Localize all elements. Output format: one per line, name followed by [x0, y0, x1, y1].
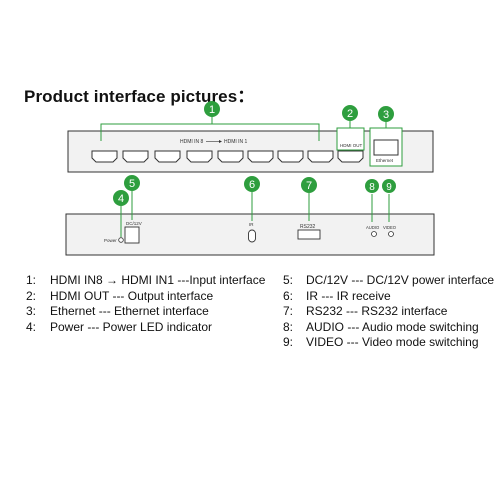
legend-item: 5: DC/12V --- DC/12V power interface: [283, 273, 494, 289]
callout-4-number: 4: [118, 193, 124, 205]
legend-number: 7:: [283, 304, 294, 318]
diagram-title: Product interface pictures：: [24, 87, 255, 106]
legend-number: 3:: [26, 304, 37, 318]
callout-9: 9: [382, 179, 396, 193]
legend-number: 9:: [283, 335, 294, 349]
hdmi-out-port: [337, 150, 364, 163]
callout-3-circle: [378, 106, 394, 122]
legend-text: HDMI OUT --- Output interface: [50, 288, 214, 303]
legend-number: 6:: [283, 288, 294, 303]
callout-5-circle: [124, 175, 140, 191]
callout-9-circle: [382, 179, 396, 193]
video-switch-icon: [388, 231, 394, 237]
legend-left-column: 1: HDMI IN8 → HDMI IN1 ---Input interfac…: [26, 273, 265, 335]
hdmi-input-ports: [91, 150, 334, 163]
legend-text: Power --- Power LED indicator: [50, 319, 213, 334]
callout-8-circle: [365, 179, 379, 193]
callout-9-number: 9: [386, 182, 392, 193]
power-led-icon: [118, 237, 124, 243]
callout-8-number: 8: [369, 182, 375, 193]
hdmi-port-in3: [247, 150, 274, 163]
ethernet-label: Ethernet: [376, 158, 394, 163]
dc-label: DC/12V: [126, 221, 142, 226]
legend-item: 4: Power --- Power LED indicator: [26, 320, 265, 336]
callout-3-number: 3: [383, 109, 389, 121]
audio-switch-icon: [371, 231, 377, 237]
legend-number: 5:: [283, 273, 294, 287]
legend-text: IR --- IR receive: [306, 288, 391, 303]
hdmi-input-bracket: [100, 116, 320, 141]
hdmi-range-arrowhead-icon: [219, 140, 222, 143]
hdmi-port-in5: [186, 150, 213, 163]
callout-1-number: 1: [209, 104, 215, 116]
hdmi-port-in8: [91, 150, 118, 163]
callout-6-circle: [244, 176, 260, 192]
legend-text: Ethernet --- Ethernet interface: [50, 304, 209, 318]
callout-6-number: 6: [249, 179, 255, 191]
ethernet-port: [373, 139, 399, 156]
legend-item: 3: Ethernet --- Ethernet interface: [26, 304, 265, 320]
callout-1-circle: [204, 101, 220, 117]
hdmi-port-in7: [122, 150, 149, 163]
legend-number: 4:: [26, 319, 37, 334]
audio-label: AUDIO: [366, 225, 380, 230]
callout-7: 7: [301, 177, 317, 193]
hdmi-port-in6: [154, 150, 181, 163]
legend-item: 7: RS232 --- RS232 interface: [283, 304, 494, 320]
dc-port: [124, 226, 140, 244]
rs232-port: [297, 229, 321, 240]
legend-text: RS232 --- RS232 interface: [306, 304, 448, 318]
callout-2-circle: [342, 105, 358, 121]
power-label: Power: [104, 238, 117, 243]
callout-3: 3: [378, 106, 394, 122]
video-label: VIDEO: [383, 225, 397, 230]
callout-1: 1: [204, 101, 220, 117]
callout-6: 6: [244, 176, 260, 192]
legend-item: 1: HDMI IN8 → HDMI IN1 ---Input interfac…: [26, 273, 265, 289]
hdmi-out-label: HDMI OUT: [340, 143, 362, 148]
legend-text: AUDIO --- Audio mode switching: [306, 319, 479, 334]
hdmi-range-right-label: HDMI IN 1: [224, 139, 248, 145]
legend-number: 2:: [26, 288, 37, 303]
callout-2-number: 2: [347, 108, 353, 120]
callout-7-circle: [301, 177, 317, 193]
ir-receiver: [248, 229, 256, 243]
ir-label: IR: [249, 222, 254, 227]
legend-item: 8: AUDIO --- Audio mode switching: [283, 320, 494, 336]
callout-5-number: 5: [129, 178, 135, 190]
legend-text: HDMI IN8 → HDMI IN1 ---Input interface: [50, 273, 266, 287]
legend-number: 1:: [26, 273, 37, 287]
legend-item: 2: HDMI OUT --- Output interface: [26, 289, 265, 305]
hdmi-port-in4: [217, 150, 244, 163]
legend-number: 8:: [283, 319, 294, 334]
legend-text: DC/12V --- DC/12V power interface: [306, 273, 495, 287]
hdmi-range-left-label: HDMI IN 8: [180, 139, 204, 145]
callout-7-number: 7: [306, 180, 312, 192]
legend-text: VIDEO --- Video mode switching: [306, 335, 479, 349]
hdmi-port-in2: [277, 150, 304, 163]
hdmi-port-in1: [307, 150, 334, 163]
hdmi-out-label-box: [336, 127, 365, 151]
rs232-label: RS232: [300, 224, 316, 230]
legend-item: 6: IR --- IR receive: [283, 289, 494, 305]
legend-item: 9: VIDEO --- Video mode switching: [283, 335, 494, 351]
callout-2: 2: [342, 105, 358, 121]
interface-diagram: HDMI IN 8 HDMI IN 1 HDMI OUT Ethernet 1: [65, 101, 435, 256]
front-panel: HDMI IN 8 HDMI IN 1 HDMI OUT Ethernet: [67, 116, 434, 173]
callout-8: 8: [365, 179, 379, 193]
callout-4: 4: [113, 190, 129, 206]
back-panel: Power DC/12V IR RS232 AUDIO VIDEO: [65, 191, 435, 256]
callout-5: 5: [124, 175, 140, 191]
legend-right-column: 5: DC/12V --- DC/12V power interface 6: …: [283, 273, 494, 351]
callout-4-circle: [113, 190, 129, 206]
